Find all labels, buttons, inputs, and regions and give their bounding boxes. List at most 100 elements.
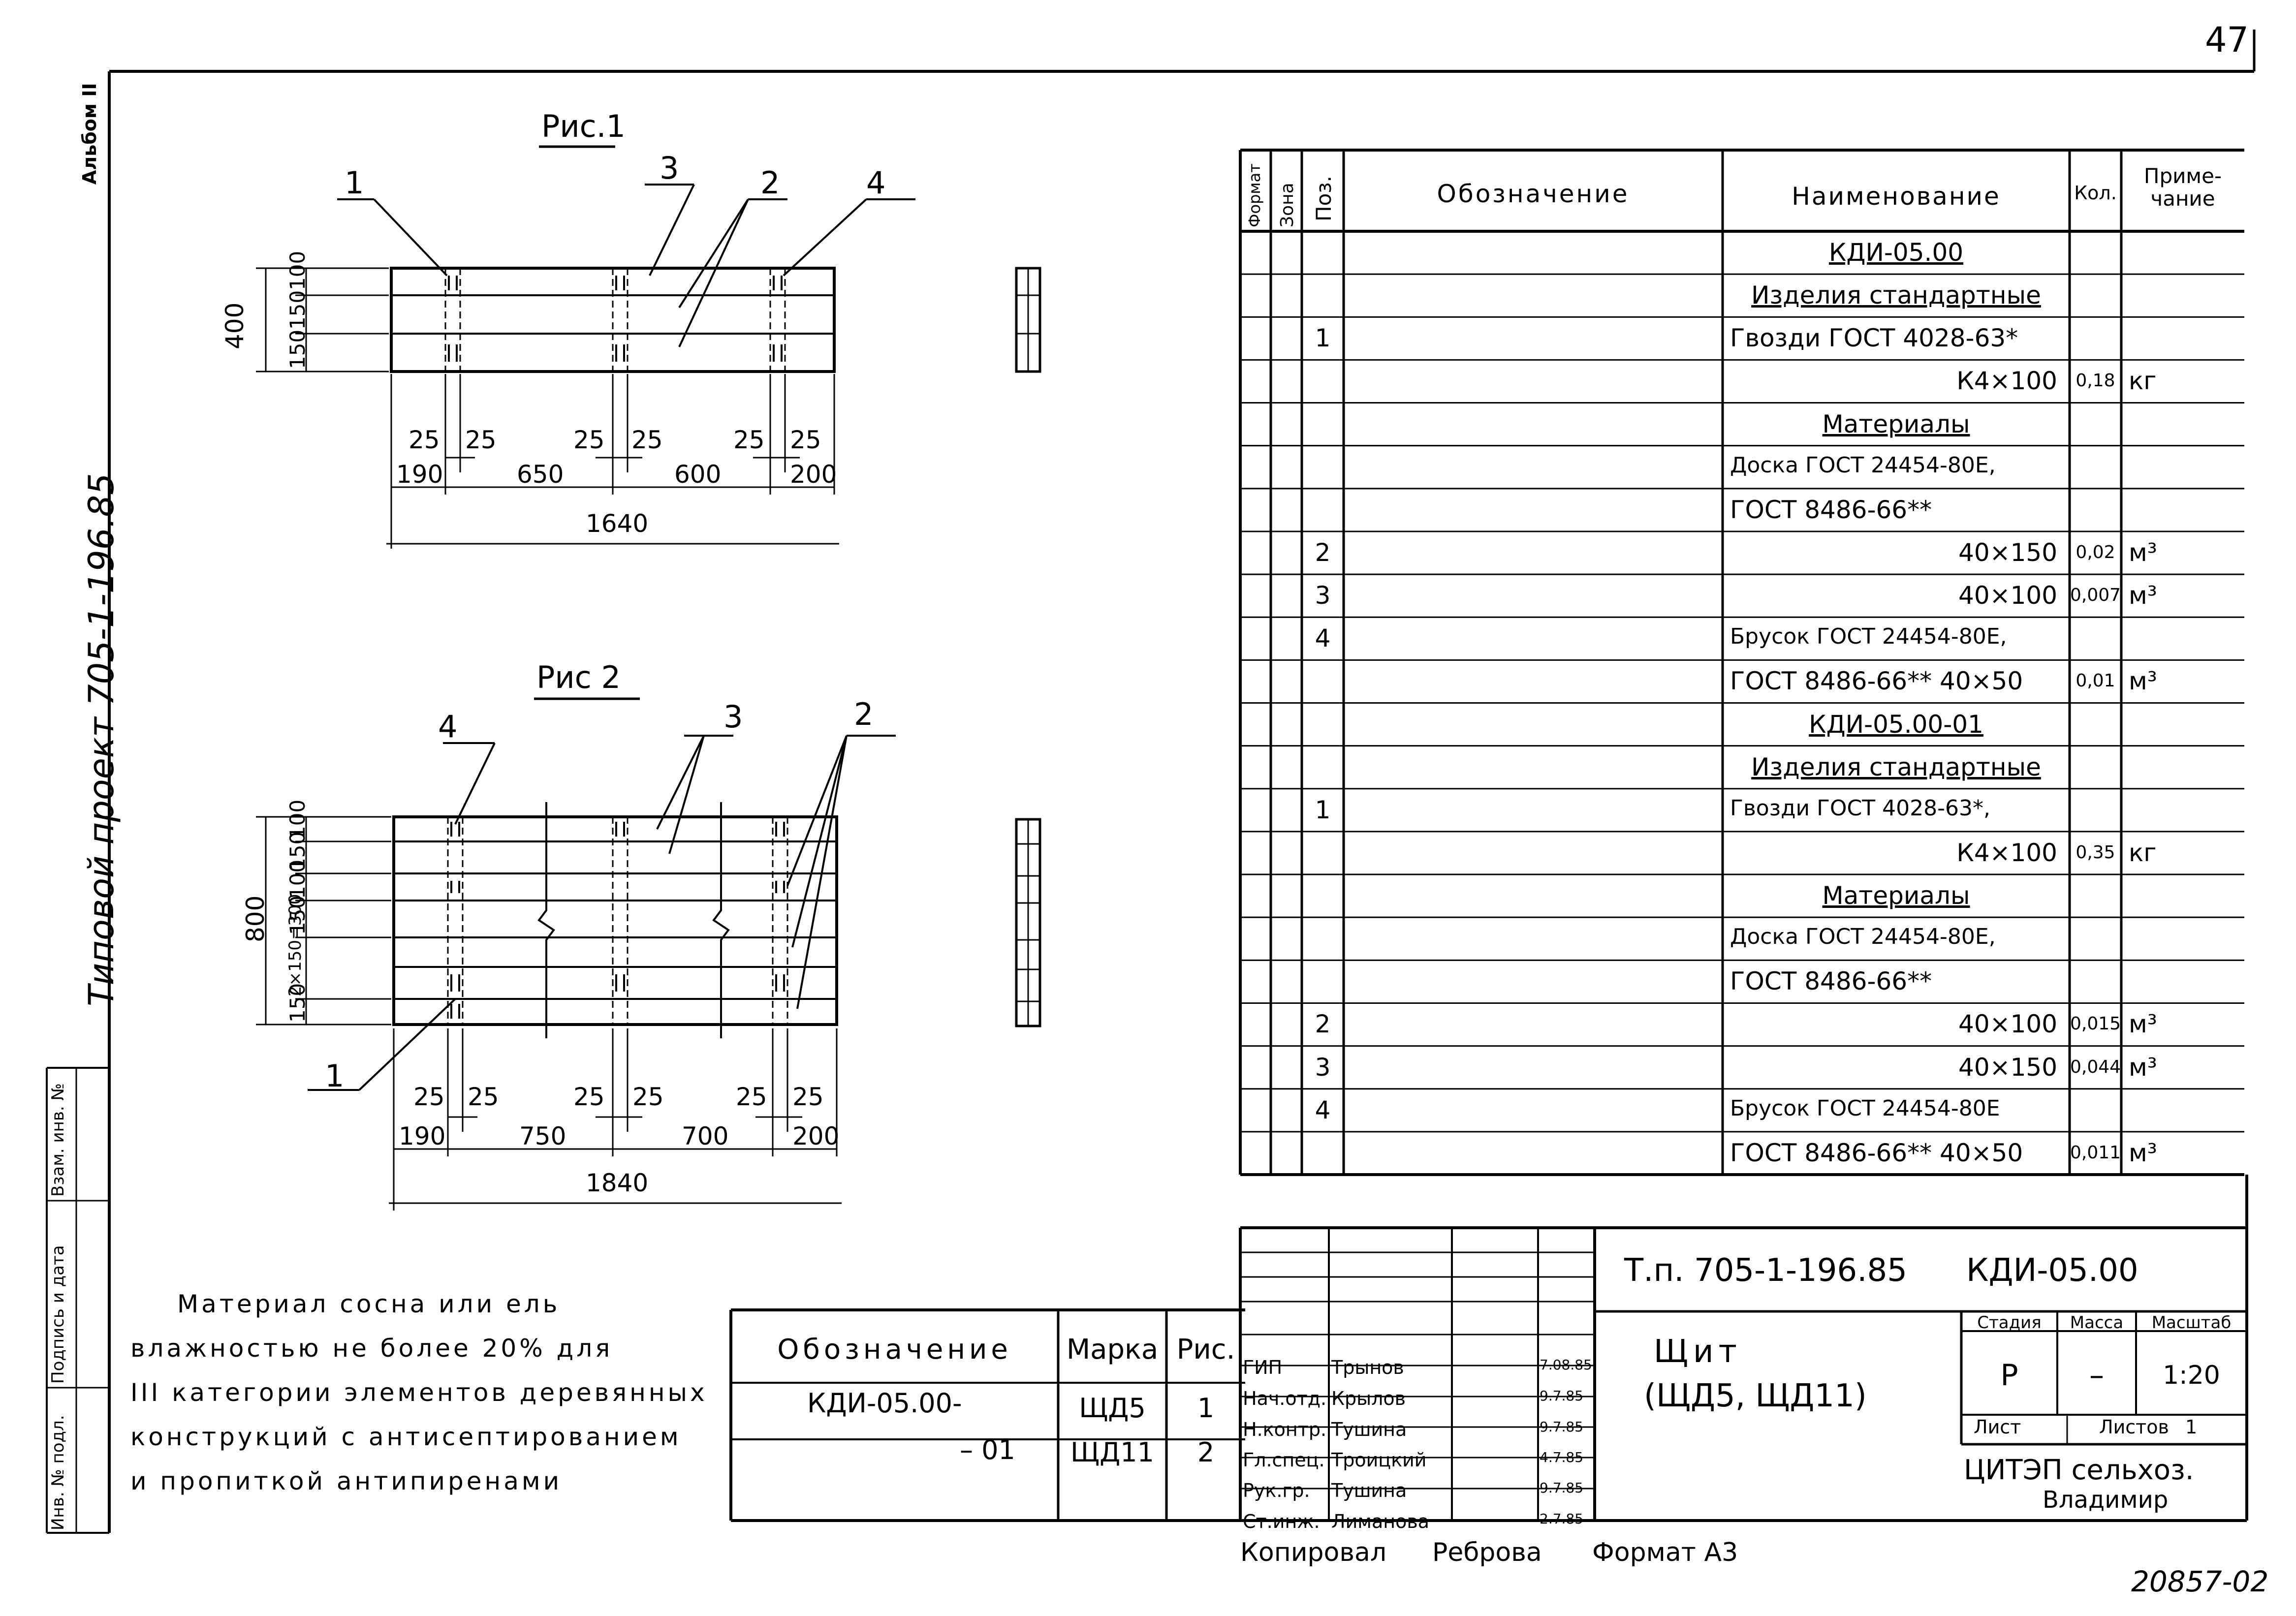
fig2-drawing (256, 697, 1041, 1211)
title-name-line1: Щит (1654, 1334, 1742, 1370)
note-line: влажностью не более 20% для (130, 1334, 613, 1363)
spec-header-pos: Поз. (1312, 176, 1336, 221)
fig1-segment-1: 190 (396, 460, 443, 489)
spec-row-unit: кг (2129, 367, 2157, 396)
album-label: Альбом II (79, 83, 100, 185)
signature-name: Трынов (1331, 1357, 1404, 1378)
spec-row-name: Материалы (1822, 881, 1970, 910)
spec-header-zone: Зона (1277, 183, 1297, 227)
spec-grid (1239, 149, 2244, 1176)
signature-date: 9.7.85 (1540, 1388, 1584, 1404)
fig1-leader-2: 2 (760, 165, 780, 201)
spec-row-name: Изделия стандартные (1751, 281, 2041, 310)
variants-header-designation: Обозначение (777, 1334, 1012, 1366)
title-mass: – (2089, 1358, 2104, 1393)
note-line: конструкций с антисептированием (130, 1423, 682, 1451)
spec-row-qty: 0,35 (2076, 842, 2115, 863)
fig1-segment-2: 650 (517, 460, 564, 489)
variant-row-designation: КДИ-05.00- (807, 1388, 962, 1419)
signature-role: ГИП (1243, 1357, 1283, 1378)
spec-row-name: ГОСТ 8486-66** 40×50 (1730, 667, 2023, 696)
title-project-code: Т.п. 705-1-196.85 (1624, 1252, 1907, 1289)
spec-row-unit: м³ (2129, 538, 2157, 567)
spec-row-qty: 0,011 (2070, 1142, 2121, 1163)
spec-header-format: Формат (1245, 163, 1264, 227)
variants-header-mark: Марка (1066, 1334, 1159, 1366)
fig1-drawing (256, 145, 1041, 549)
fig2-segment-1: 190 (399, 1122, 446, 1150)
spec-row-unit: м³ (2129, 667, 2157, 696)
title-mass-header: Масса (2070, 1313, 2124, 1333)
title-org-line2: Владимир (2043, 1486, 2169, 1514)
title-org-line1: ЦИТЭП сельхоз. (1964, 1454, 2194, 1486)
note-line: Материал сосна или ель (177, 1290, 561, 1318)
fig1-height-2: 150 (285, 290, 310, 330)
variant-row-mark: ЩД11 (1070, 1437, 1154, 1468)
material-note: Материал сосна или ель влажностью не бол… (130, 1282, 708, 1503)
spec-row-name: КДИ-05.00-01 (1809, 710, 1983, 739)
spec-row-pos: 3 (1315, 581, 1331, 610)
spec-row-name: Брусок ГОСТ 24454-80Е (1730, 1095, 2000, 1121)
variant-row-fig: 1 (1197, 1393, 1215, 1424)
fig1-title: Рис.1 (541, 108, 626, 144)
spec-row-name: К4×100 (1956, 367, 2057, 396)
spec-row-unit: м³ (2129, 1053, 2157, 1082)
signature-role: Гл.спец. (1243, 1449, 1325, 1471)
spec-row-qty: 0,01 (2076, 671, 2115, 691)
spec-row-qty: 0,02 (2076, 542, 2115, 562)
title-scale: 1:20 (2163, 1361, 2220, 1390)
signature-date: 4.7.85 (1540, 1449, 1584, 1465)
spec-row-name: Гвозди ГОСТ 4028-63* (1730, 324, 2018, 353)
spec-row-pos: 3 (1315, 1053, 1331, 1082)
spec-row-pos: 4 (1315, 624, 1331, 653)
fig1-segment-4: 200 (790, 460, 837, 489)
note-line: и пропиткой антипиренами (130, 1467, 563, 1495)
note-line: III категории элементов деревянных (130, 1378, 708, 1407)
signature-role: Ст.инж. (1243, 1511, 1320, 1532)
signature-date: 9.7.85 (1540, 1419, 1584, 1435)
fig1-spacing-3: 25 (573, 426, 605, 454)
variant-row-designation: – 01 (960, 1434, 1015, 1465)
spec-row-name: КДИ-05.00 (1828, 238, 1964, 267)
spec-row-unit: м³ (2129, 1138, 2157, 1167)
fig2-leader-3: 3 (723, 699, 743, 735)
fig2-height-5: 2×150=300 (285, 894, 305, 996)
signature-role: Нач.отд. (1243, 1388, 1327, 1409)
spec-row-name: Брусок ГОСТ 24454-80Е, (1730, 624, 2007, 650)
spec-row-unit: м³ (2129, 581, 2157, 610)
signature-name: Крылов (1331, 1388, 1406, 1409)
spec-row-name: Доска ГОСТ 24454-80Е, (1730, 452, 1996, 478)
fig1-spacing-6: 25 (790, 426, 821, 454)
spec-row-unit: кг (2129, 838, 2157, 867)
title-grid (1239, 1175, 2248, 1521)
spec-row-pos: 2 (1315, 1010, 1331, 1039)
signature-role: Рук.гр. (1243, 1480, 1310, 1501)
fig2-spacing-5: 25 (736, 1083, 767, 1111)
signature-name: Тушина (1331, 1480, 1407, 1501)
spec-row-name: Материалы (1822, 409, 1970, 438)
fig1-leader-4: 4 (866, 165, 886, 201)
title-doc-code: КДИ-05.00 (1966, 1252, 2139, 1289)
signature-date: 2.7.85 (1540, 1511, 1584, 1527)
title-scale-header: Масштаб (2151, 1313, 2232, 1333)
spec-row-pos: 4 (1315, 1095, 1331, 1124)
fig2-spacing-6: 25 (792, 1083, 824, 1111)
spec-row-name: 40×150 (1958, 538, 2057, 567)
variant-row-mark: ЩД5 (1079, 1393, 1146, 1424)
fig2-height-total: 800 (241, 895, 270, 942)
title-name-line2: (ЩД5, ЩД11) (1644, 1378, 1867, 1414)
fig2-spacing-2: 25 (468, 1083, 499, 1111)
variant-row-fig: 2 (1197, 1437, 1215, 1468)
fig1-leader-3: 3 (660, 150, 679, 186)
project-side-title: Типовой проект 705-1-196.85 (81, 473, 122, 1006)
fig1-segment-3: 600 (674, 460, 722, 489)
fig2-segment-4: 200 (792, 1122, 840, 1150)
spec-row-name: 40×100 (1958, 581, 2057, 610)
spec-header-name: Наименование (1792, 182, 2001, 211)
title-stage-header: Стадия (1977, 1313, 2042, 1333)
spec-row-qty: 0,015 (2070, 1014, 2121, 1034)
spec-row-pos: 1 (1315, 795, 1331, 824)
fig2-spacing-1: 25 (413, 1083, 445, 1111)
signature-role: Н.контр. (1243, 1419, 1327, 1440)
